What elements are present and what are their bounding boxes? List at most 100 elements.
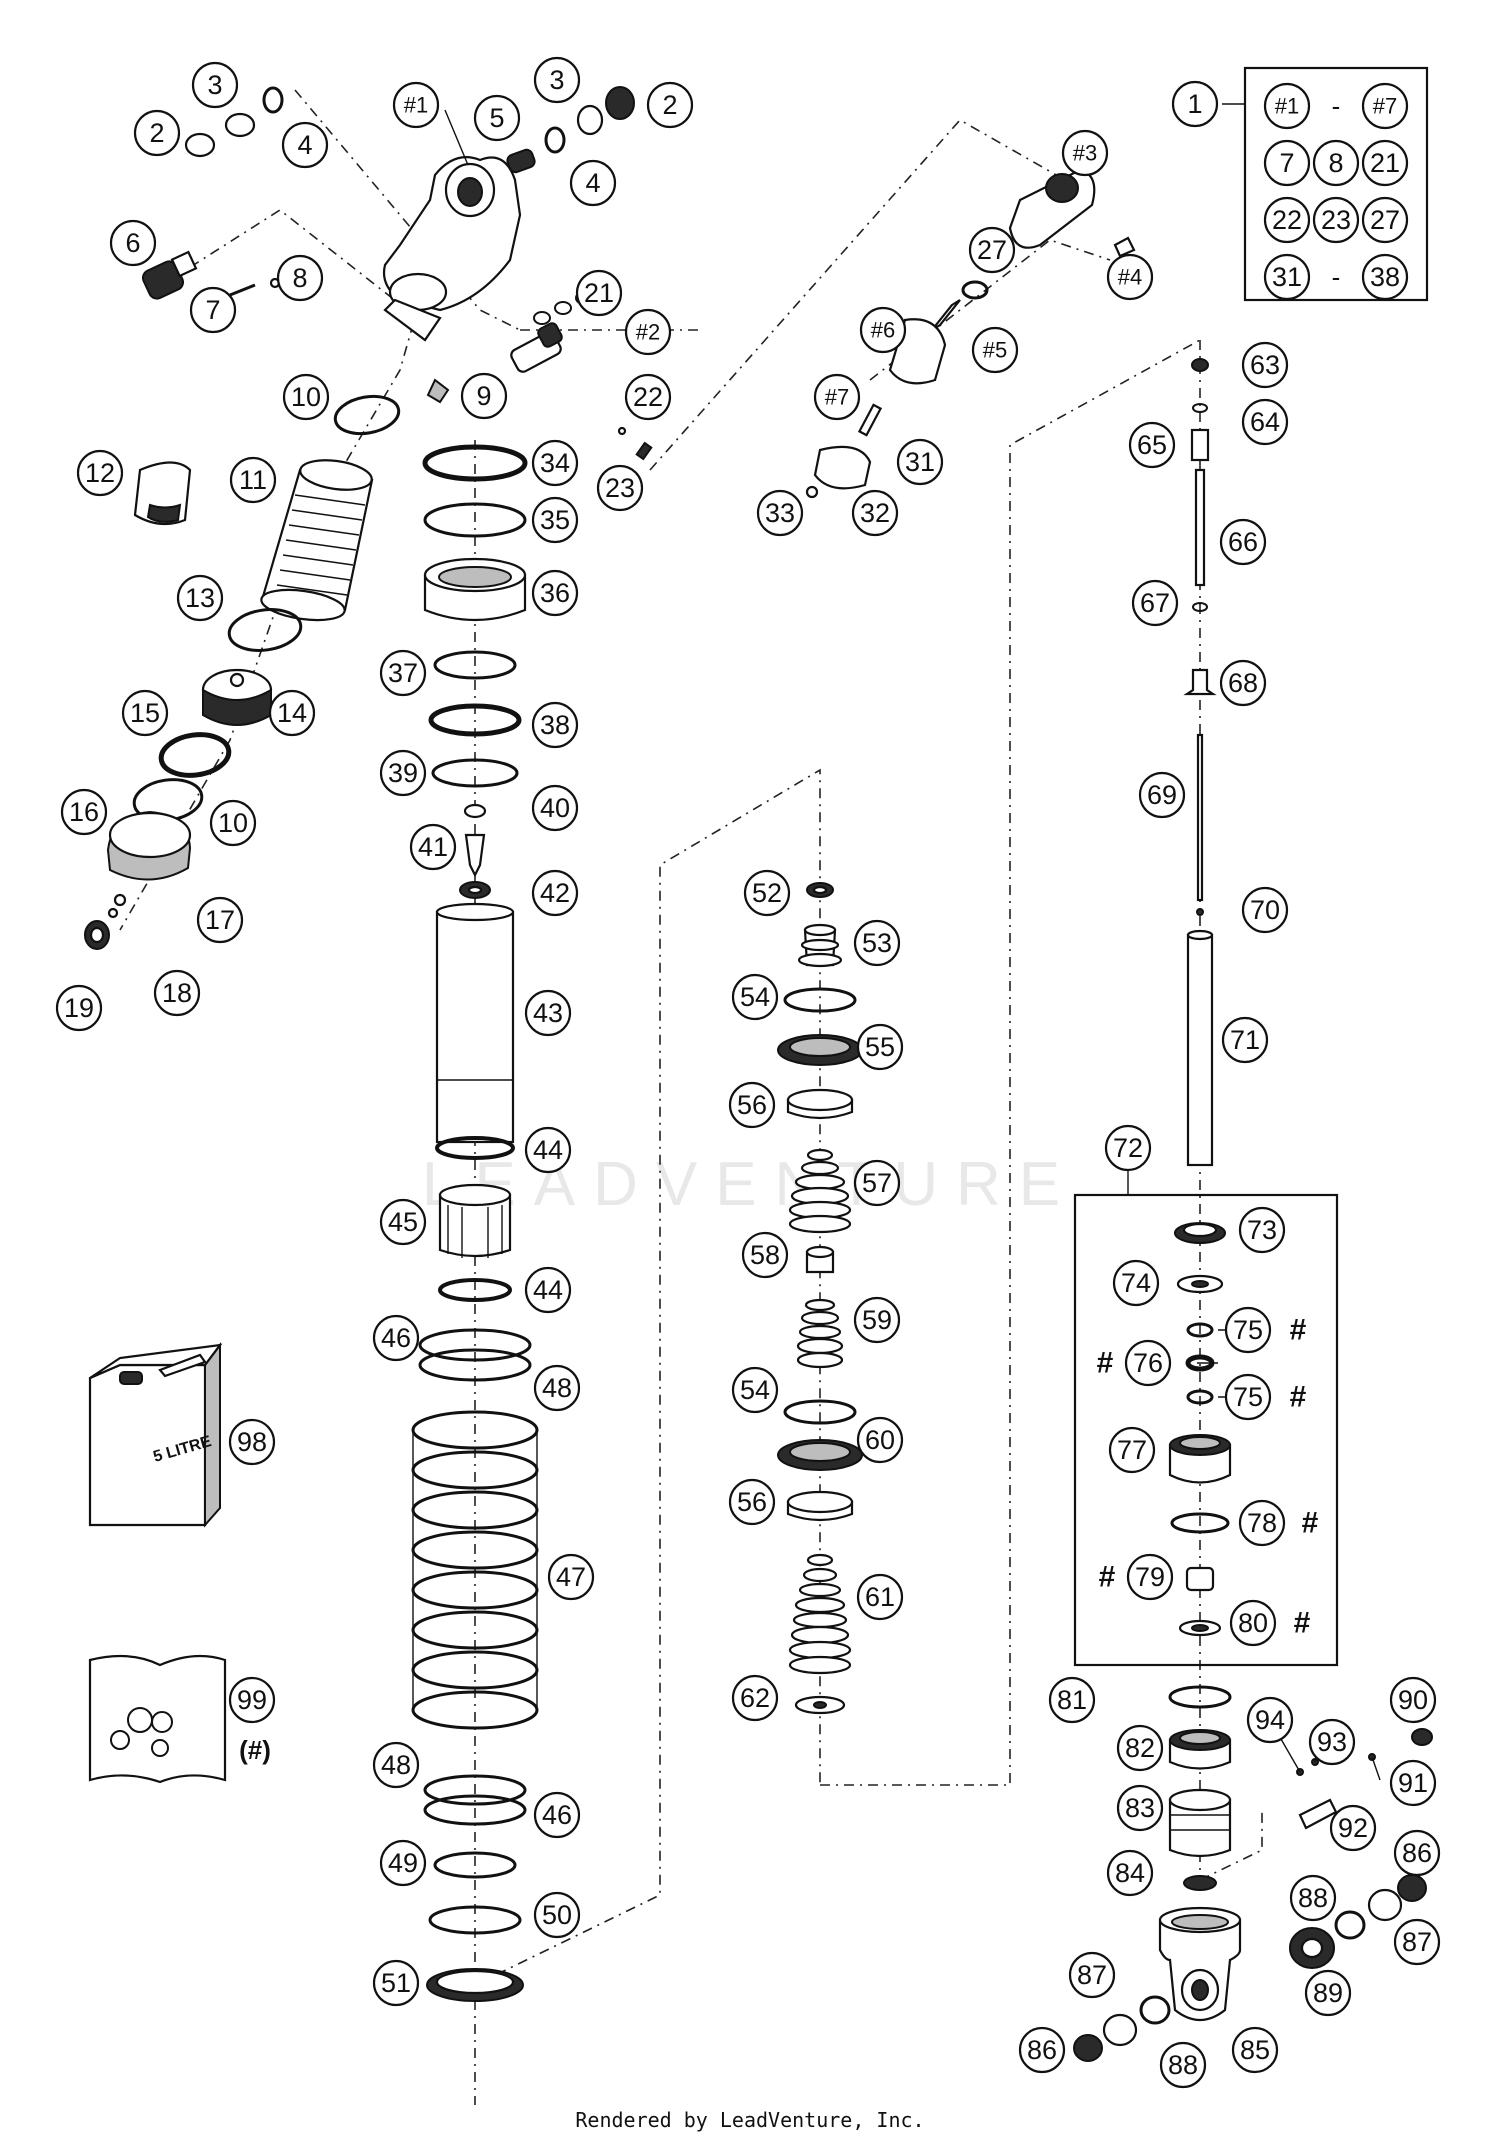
callout-9[interactable]: 9 <box>460 372 508 420</box>
callout-10[interactable]: 10 <box>209 799 257 847</box>
callout-63[interactable]: 63 <box>1241 341 1289 389</box>
callout-75[interactable]: 75 <box>1224 1373 1272 1421</box>
callout-88[interactable]: 88 <box>1159 2041 1207 2089</box>
callout-14[interactable]: 14 <box>268 689 316 737</box>
callout-8[interactable]: 8 <box>276 254 324 302</box>
callout-86[interactable]: 86 <box>1393 1829 1441 1877</box>
callout-93[interactable]: 93 <box>1308 1718 1356 1766</box>
callout-54[interactable]: 54 <box>731 973 779 1021</box>
callout-12[interactable]: 12 <box>76 449 124 497</box>
callout-21[interactable]: 21 <box>575 269 623 317</box>
callout-69[interactable]: 69 <box>1138 771 1186 819</box>
callout-33[interactable]: 33 <box>756 489 804 537</box>
callout-92[interactable]: 92 <box>1329 1804 1377 1852</box>
callout-49[interactable]: 49 <box>379 1839 427 1887</box>
callout-46[interactable]: 46 <box>372 1314 420 1362</box>
callout-35[interactable]: 35 <box>531 496 579 544</box>
callout-87[interactable]: 87 <box>1068 1951 1116 1999</box>
callout-73[interactable]: 73 <box>1238 1206 1286 1254</box>
callout-19[interactable]: 19 <box>55 984 103 1032</box>
callout-16[interactable]: 16 <box>60 788 108 836</box>
callout-66[interactable]: 66 <box>1219 518 1267 566</box>
callout-17[interactable]: 17 <box>196 896 244 944</box>
callout-56[interactable]: 56 <box>728 1081 776 1129</box>
callout-94[interactable]: 94 <box>1246 1696 1294 1744</box>
callout-60[interactable]: 60 <box>856 1416 904 1464</box>
callout-84[interactable]: 84 <box>1106 1849 1154 1897</box>
callout-98[interactable]: 98 <box>228 1418 276 1466</box>
callout-48[interactable]: 48 <box>533 1364 581 1412</box>
callout-s6[interactable]: #6 <box>859 306 907 354</box>
callout-70[interactable]: 70 <box>1241 886 1289 934</box>
callout-11[interactable]: 11 <box>229 456 277 504</box>
callout-27[interactable]: 27 <box>968 226 1016 274</box>
callout-46[interactable]: 46 <box>533 1791 581 1839</box>
callout-86[interactable]: 86 <box>1018 2026 1066 2074</box>
callout-3[interactable]: 3 <box>191 61 239 109</box>
callout-87[interactable]: 87 <box>1393 1918 1441 1966</box>
callout-57[interactable]: 57 <box>853 1159 901 1207</box>
callout-13[interactable]: 13 <box>176 574 224 622</box>
callout-53[interactable]: 53 <box>853 919 901 967</box>
callout-55[interactable]: 55 <box>856 1023 904 1071</box>
callout-91[interactable]: 91 <box>1389 1759 1437 1807</box>
callout-71[interactable]: 71 <box>1221 1016 1269 1064</box>
callout-65[interactable]: 65 <box>1128 421 1176 469</box>
callout-36[interactable]: 36 <box>531 569 579 617</box>
callout-34[interactable]: 34 <box>531 439 579 487</box>
callout-77[interactable]: 77 <box>1108 1426 1156 1474</box>
callout-99[interactable]: 99 <box>228 1676 276 1724</box>
callout-78[interactable]: 78 <box>1238 1499 1286 1547</box>
callout-47[interactable]: 47 <box>547 1553 595 1601</box>
callout-48[interactable]: 48 <box>372 1741 420 1789</box>
callout-43[interactable]: 43 <box>524 989 572 1037</box>
callout-68[interactable]: 68 <box>1219 659 1267 707</box>
callout-s3[interactable]: #3 <box>1061 129 1109 177</box>
callout-18[interactable]: 18 <box>153 969 201 1017</box>
callout-s7[interactable]: #7 <box>813 373 861 421</box>
callout-45[interactable]: 45 <box>379 1198 427 1246</box>
callout-3[interactable]: 3 <box>533 56 581 104</box>
callout-s1[interactable]: #1 <box>392 81 440 129</box>
callout-s2[interactable]: #2 <box>624 308 672 356</box>
callout-kit[interactable]: 1 <box>1171 80 1219 128</box>
callout-67[interactable]: 67 <box>1131 579 1179 627</box>
callout-5[interactable]: 5 <box>473 94 521 142</box>
callout-83[interactable]: 83 <box>1116 1784 1164 1832</box>
callout-6[interactable]: 6 <box>109 219 157 267</box>
callout-10[interactable]: 10 <box>282 373 330 421</box>
callout-15[interactable]: 15 <box>121 689 169 737</box>
callout-51[interactable]: 51 <box>372 1959 420 2007</box>
callout-81[interactable]: 81 <box>1048 1676 1096 1724</box>
callout-7[interactable]: 7 <box>189 286 237 334</box>
callout-54[interactable]: 54 <box>731 1366 779 1414</box>
callout-61[interactable]: 61 <box>856 1573 904 1621</box>
callout-4[interactable]: 4 <box>569 159 617 207</box>
callout-82[interactable]: 82 <box>1116 1724 1164 1772</box>
callout-64[interactable]: 64 <box>1241 398 1289 446</box>
callout-62[interactable]: 62 <box>731 1674 779 1722</box>
callout-32[interactable]: 32 <box>851 489 899 537</box>
callout-72[interactable]: 72 <box>1104 1124 1152 1172</box>
callout-74[interactable]: 74 <box>1112 1259 1160 1307</box>
callout-58[interactable]: 58 <box>741 1231 789 1279</box>
callout-59[interactable]: 59 <box>853 1296 901 1344</box>
callout-39[interactable]: 39 <box>379 749 427 797</box>
callout-75[interactable]: 75 <box>1224 1306 1272 1354</box>
callout-23[interactable]: 23 <box>596 464 644 512</box>
callout-79[interactable]: 79 <box>1126 1553 1174 1601</box>
callout-76[interactable]: 76 <box>1124 1339 1172 1387</box>
callout-41[interactable]: 41 <box>409 823 457 871</box>
callout-22[interactable]: 22 <box>624 373 672 421</box>
callout-89[interactable]: 89 <box>1304 1969 1352 2017</box>
callout-56[interactable]: 56 <box>728 1478 776 1526</box>
callout-31[interactable]: 31 <box>896 438 944 486</box>
callout-2[interactable]: 2 <box>133 109 181 157</box>
callout-s5[interactable]: #5 <box>971 326 1019 374</box>
callout-s4[interactable]: #4 <box>1106 253 1154 301</box>
callout-80[interactable]: 80 <box>1229 1599 1277 1647</box>
callout-37[interactable]: 37 <box>379 649 427 697</box>
callout-40[interactable]: 40 <box>531 784 579 832</box>
callout-85[interactable]: 85 <box>1231 2026 1279 2074</box>
callout-38[interactable]: 38 <box>531 701 579 749</box>
